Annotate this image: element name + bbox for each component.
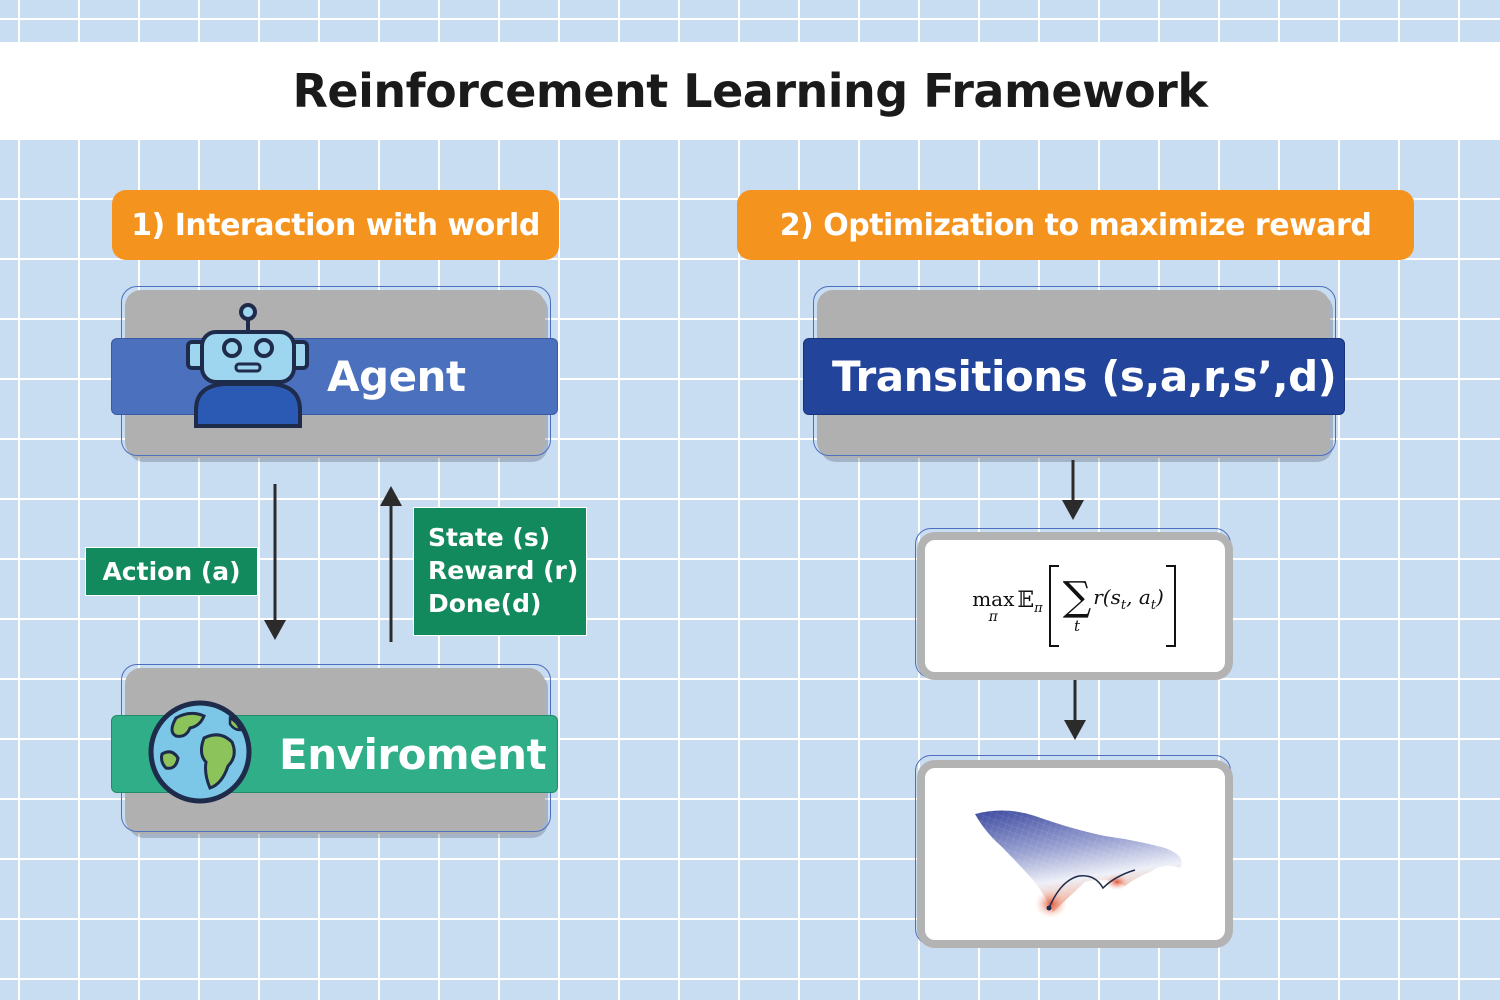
globe-icon (148, 700, 252, 804)
page-title: Reinforcement Learning Framework (292, 64, 1208, 118)
surface-card (917, 760, 1233, 948)
agent-label: Agent (327, 352, 466, 401)
expectation-symbol: 𝔼 (1017, 587, 1035, 613)
expectation-subscript: π (1034, 600, 1043, 616)
sum-symbol: ∑ (1062, 574, 1092, 620)
transitions-label: Transitions (s,a,r,s’,d) (832, 352, 1337, 401)
action-label: Action (a) (85, 547, 258, 596)
action-label-text: Action (a) (102, 557, 241, 586)
sum-subscript: t (1073, 617, 1080, 635)
right-bracket (1165, 565, 1176, 647)
reward-term: r(st, at) (1093, 585, 1164, 613)
action-arrow-down (264, 484, 286, 640)
objective-formula: max π 𝔼 π ∑ t r(st, at) (925, 540, 1225, 672)
transitions-to-objective-arrow (1062, 460, 1084, 520)
loss-surface-plot (975, 810, 1182, 918)
agent-band: Agent (111, 338, 558, 415)
objective-to-surface-arrow (1064, 680, 1086, 740)
transitions-band: Transitions (s,a,r,s’,d) (803, 338, 1345, 415)
done-text: Done(d) (428, 589, 542, 618)
title-band: Reinforcement Learning Framework (0, 42, 1500, 140)
max-subscript: π (988, 609, 998, 625)
objective-card: max π 𝔼 π ∑ t r(st, at) (917, 532, 1233, 680)
max-operator: max (972, 587, 1015, 611)
feedback-arrow-up (380, 486, 402, 642)
feedback-label: State (s) Reward (r) Done(d) (413, 507, 587, 636)
state-text: State (s) (428, 523, 551, 552)
environment-label: Enviroment (279, 729, 547, 779)
robot-icon (186, 303, 309, 428)
section-optimization-label: 2) Optimization to maximize reward (737, 190, 1414, 260)
reward-text: Reward (r) (428, 556, 579, 585)
left-bracket (1048, 565, 1059, 647)
section-interaction-label: 1) Interaction with world (112, 190, 559, 260)
